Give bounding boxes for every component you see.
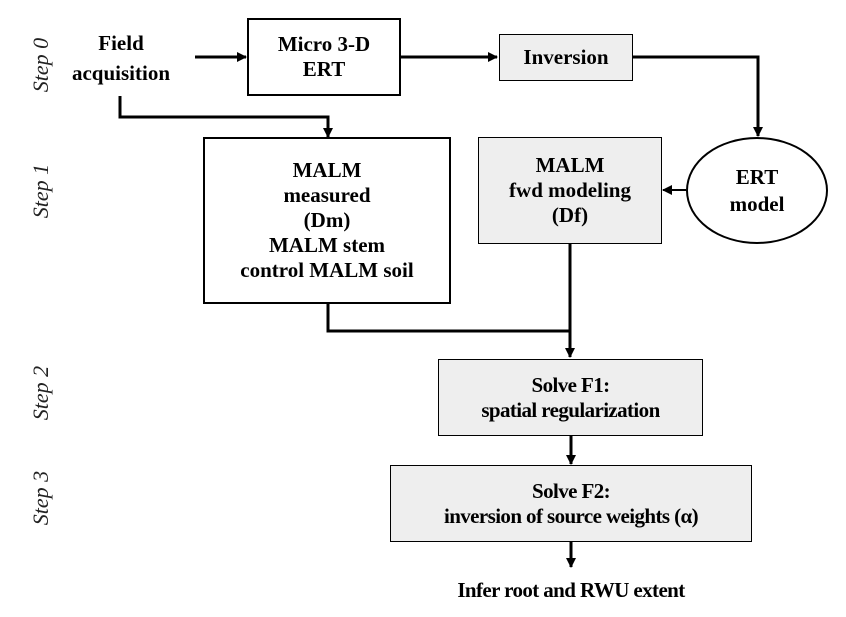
step-label-0: Step 0	[28, 37, 53, 93]
node-inversion-line-1: Inversion	[523, 45, 609, 69]
arrow-inversion-to-ert-model	[633, 55, 763, 137]
step-label-2: Step 2	[28, 365, 53, 421]
node-micro-3d-ert-line-2: ERT	[302, 57, 346, 81]
step-label-1: Step 1	[28, 163, 53, 219]
node-malm-fwd-line-3: (Df)	[551, 203, 589, 227]
node-field-acquisition: Field acquisition	[52, 28, 190, 88]
node-malm-fwd-line-2: fwd modeling	[509, 178, 631, 202]
node-solve-f2: Solve F2: inversion of source weights (α…	[390, 465, 752, 542]
node-malm-fwd-modeling: MALM fwd modeling (Df)	[478, 137, 662, 244]
node-micro-3d-ert-line-1: Micro 3-D	[277, 32, 371, 56]
line-malm-measured-down	[326, 303, 570, 333]
node-ert-model-line-1: ERT	[735, 164, 779, 189]
node-malm-measured-line-2: measured	[283, 183, 371, 207]
node-malm-measured-line-3: (Dm)	[303, 208, 351, 232]
node-result: Infer root and RWU extent	[457, 578, 685, 602]
step-label-3: Step 3	[28, 470, 53, 526]
node-field-acquisition-line-1: Field	[98, 31, 144, 55]
node-field-acquisition-line-2: acquisition	[71, 61, 171, 85]
node-solve-f2-line-1: Solve F2:	[531, 478, 611, 503]
node-solve-f1-line-1: Solve F1:	[531, 372, 610, 397]
node-inversion: Inversion	[499, 34, 633, 81]
node-solve-f1: Solve F1: spatial regularization	[438, 359, 703, 436]
node-solve-f2-line-2: inversion of source weights (α)	[443, 503, 699, 528]
node-malm-measured-line-5: control MALM soil	[240, 258, 414, 282]
node-ert-model-line-2: model	[729, 191, 785, 216]
node-ert-model: ERT model	[686, 137, 828, 244]
node-malm-measured-line-1: MALM	[292, 158, 362, 182]
node-malm-measured-line-4: MALM stem	[268, 233, 386, 257]
node-solve-f1-line-2: spatial regularization	[481, 397, 660, 422]
node-malm-fwd-line-1: MALM	[535, 153, 605, 177]
node-malm-measured: MALM measured (Dm) MALM stem control MAL…	[203, 137, 451, 304]
arrow-field-to-malm-measured	[118, 96, 333, 138]
node-micro-3d-ert: Micro 3-D ERT	[247, 18, 401, 96]
